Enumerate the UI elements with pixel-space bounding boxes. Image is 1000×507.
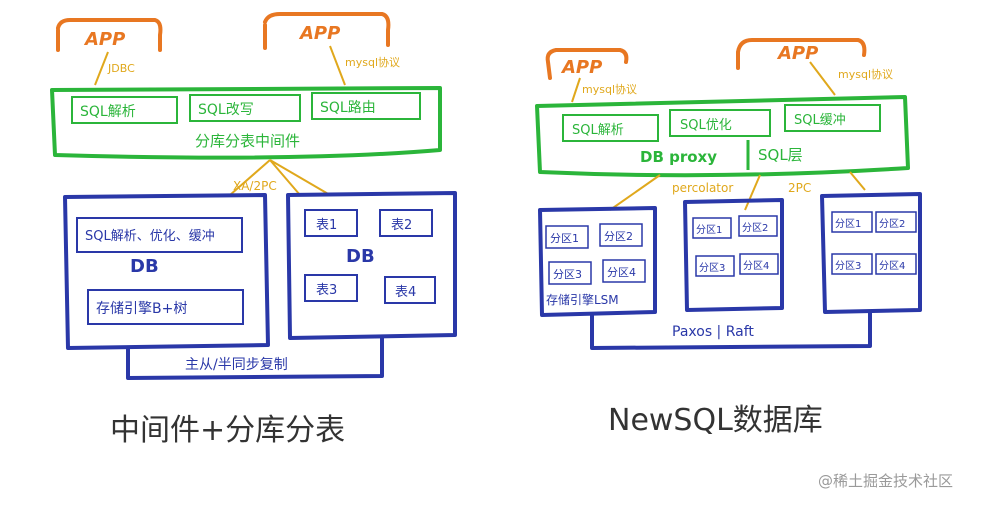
right-app2-label: APP [776, 43, 818, 64]
right-node3-shard-3: 分区3 [835, 260, 861, 272]
left-diagram: APP APP JDBC mysql协议 SQL解析 SQL改写 SQL路由 分… [50, 12, 457, 448]
left-table-box-2 [379, 209, 433, 237]
right-module-3: SQL缓冲 [794, 113, 846, 128]
right-node3-shard-4: 分区4 [879, 260, 905, 272]
left-caption: 中间件+分库分表 [110, 413, 345, 448]
left-mysql-label: mysql协议 [345, 55, 400, 69]
left-db1-box [63, 193, 270, 350]
right-module-box-1 [562, 114, 659, 142]
right-percolator-line-1 [609, 174, 661, 211]
right-node1-box [538, 206, 657, 317]
right-module-1: SQL解析 [572, 123, 624, 138]
left-module-1: SQL解析 [80, 104, 136, 120]
right-app1-box [545, 48, 629, 80]
right-app1-label: APP [560, 57, 602, 78]
left-module-2: SQL改写 [198, 102, 254, 118]
left-module-box-2 [189, 94, 301, 122]
right-app2-box [736, 38, 867, 70]
left-module-box-1 [71, 96, 178, 124]
right-proxy-box [535, 95, 910, 178]
right-percolator-line-2 [744, 174, 761, 211]
right-proxy-label: DB proxy [640, 148, 717, 166]
left-app2-box [263, 12, 391, 50]
right-node1-shard-box-1 [545, 225, 589, 249]
right-node1-shard-box-2 [599, 223, 643, 247]
left-db2-box [286, 191, 457, 340]
right-caption: NewSQL数据库 [608, 403, 823, 438]
right-node2-shard-box-1 [692, 217, 732, 239]
left-table-box-4 [384, 276, 436, 304]
left-xa-line-3 [269, 159, 331, 196]
right-node1-shard-1: 分区1 [550, 232, 579, 245]
right-node2-box [683, 198, 784, 312]
left-mysql-arrow [329, 45, 346, 86]
right-node1-shard-box-4 [602, 259, 646, 283]
watermark-text: @稀土掘金技术社区 [818, 472, 953, 490]
right-consensus-box [590, 312, 872, 350]
left-app2-label: APP [298, 23, 340, 44]
right-node3-shard-box-3 [831, 253, 873, 275]
left-jdbc-label: JDBC [107, 62, 135, 75]
left-xa-label: XA/2PC [233, 179, 277, 193]
right-node2-shard-1: 分区1 [696, 224, 722, 236]
left-db1-engine-box [87, 289, 244, 325]
left-app1-box [56, 18, 163, 52]
left-table-1: 表1 [316, 218, 337, 233]
right-node3-box [820, 192, 922, 314]
left-module-3: SQL路由 [320, 100, 376, 116]
left-app1-label: APP [83, 29, 125, 50]
right-node2-shard-3: 分区3 [699, 262, 725, 274]
left-middleware-label: 分库分表中间件 [195, 132, 300, 150]
left-table-box-1 [304, 209, 358, 237]
right-node2-shard-box-3 [695, 255, 735, 277]
left-db1-engine-label: 存储引擎B+树 [96, 301, 187, 317]
left-xa-line-1 [229, 159, 271, 196]
left-jdbc-arrow [94, 51, 109, 86]
right-diagram: APP APP mysql协议 mysql协议 SQL解析 SQL优化 SQL缓… [535, 38, 922, 438]
left-table-2: 表2 [391, 218, 412, 233]
left-db1-sql-label: SQL解析、优化、缓冲 [85, 229, 215, 244]
left-module-box-3 [311, 92, 421, 120]
right-node3-shard-1: 分区1 [835, 218, 861, 230]
right-conn1-label: mysql协议 [582, 82, 637, 96]
left-replication-box [126, 338, 384, 380]
left-middleware-box [50, 86, 442, 160]
right-node3-shard-box-1 [831, 211, 873, 233]
right-consensus-label: Paxos | Raft [672, 324, 754, 340]
right-node2-shard-box-2 [738, 215, 778, 237]
right-2pc-label: 2PC [788, 181, 811, 195]
right-conn2-label: mysql协议 [838, 67, 893, 81]
right-node2-shard-box-4 [739, 253, 779, 275]
right-percolator-line-3 [849, 171, 866, 191]
right-sql-layer-label: SQL层 [758, 146, 803, 164]
left-replication-label: 主从/半同步复制 [185, 356, 288, 373]
left-db1-sql-box [76, 217, 243, 253]
left-table-3: 表3 [316, 283, 337, 298]
right-node1-shard-3: 分区3 [553, 268, 582, 281]
right-conn1-arrow [571, 77, 581, 103]
left-table-4: 表4 [395, 285, 416, 300]
right-node3-shard-2: 分区2 [879, 218, 905, 230]
right-conn2-arrow [809, 61, 836, 96]
right-node1-shard-4: 分区4 [607, 266, 636, 279]
right-node2-shard-2: 分区2 [742, 222, 768, 234]
left-table-box-3 [304, 274, 358, 302]
left-db1-label: DB [130, 256, 159, 277]
left-db2-label: DB [346, 246, 375, 267]
right-module-2: SQL优化 [680, 118, 732, 133]
right-node1-engine: 存储引擎LSM [546, 292, 619, 307]
right-percolator-label: percolator [672, 181, 733, 195]
right-node2-shard-4: 分区4 [743, 260, 769, 272]
right-node3-shard-box-2 [875, 211, 917, 233]
left-xa-line-2 [269, 159, 301, 196]
right-node1-shard-box-3 [548, 261, 592, 285]
right-node3-shard-box-4 [875, 253, 917, 275]
right-node1-shard-2: 分区2 [604, 230, 633, 243]
right-module-box-2 [669, 109, 771, 137]
right-module-box-3 [784, 104, 881, 132]
